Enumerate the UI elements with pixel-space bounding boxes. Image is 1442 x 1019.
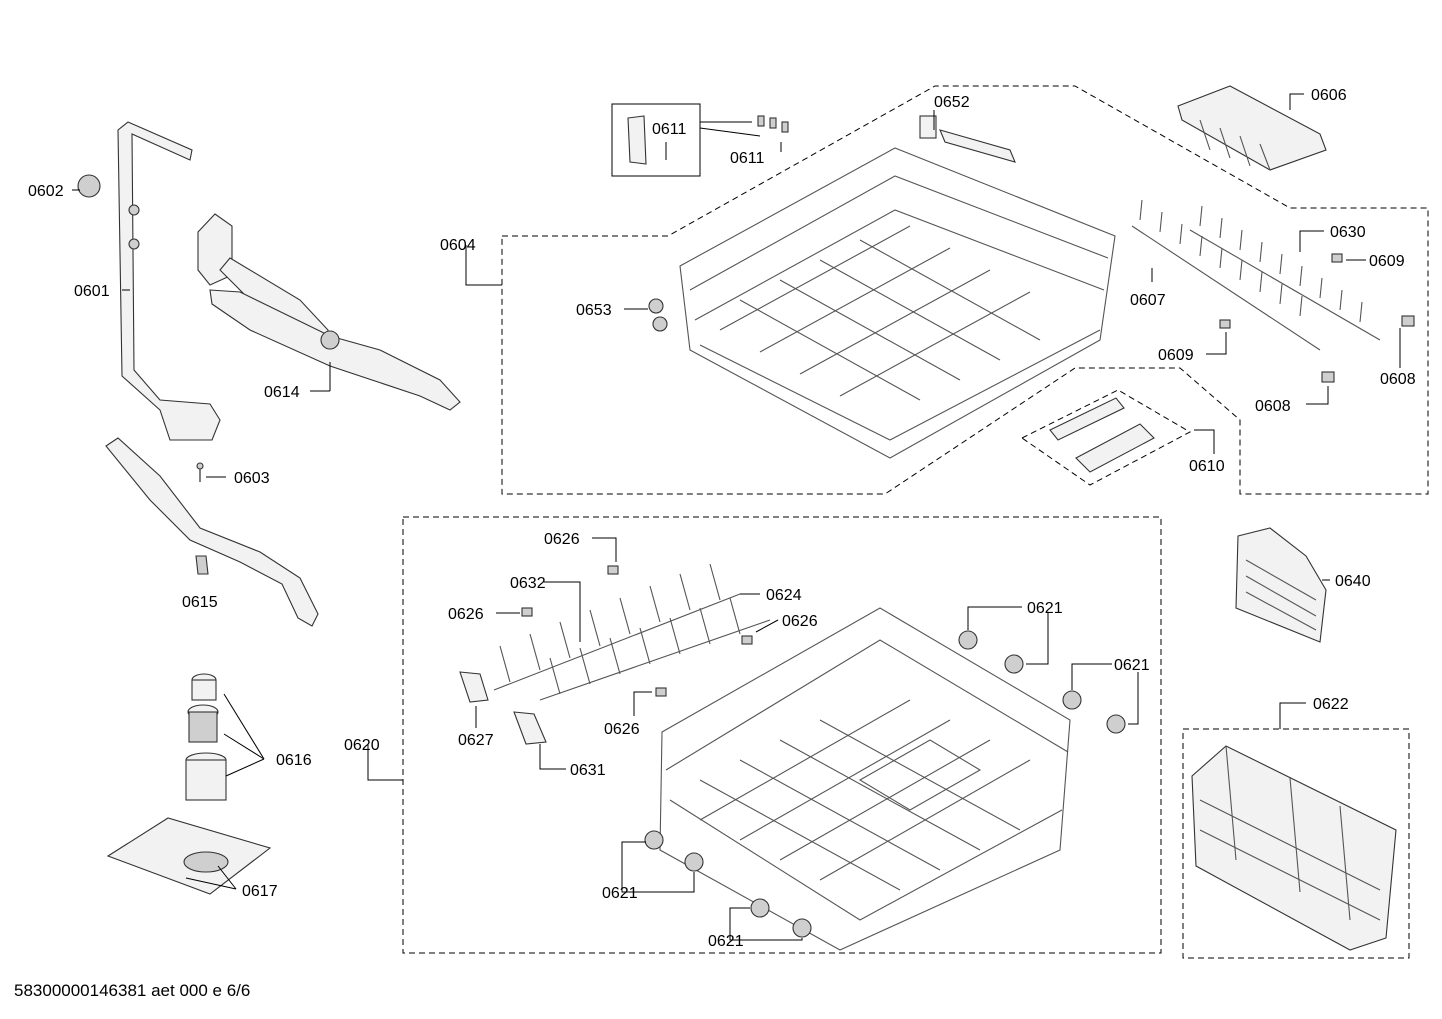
callout-0621-top: 0621 [1027,600,1063,617]
callout-0610: 0610 [1189,458,1225,475]
clips-0611 [627,115,789,165]
screw-0603 [196,462,204,482]
document-id: 58300000146381 aet 000 e 6/6 [14,981,251,1000]
upper-rack-basket [648,115,1116,459]
callout-0631: 0631 [570,762,606,779]
rail-parts-0610 [1049,397,1155,473]
filter-cap-0602 [77,174,101,198]
callout-0626-left: 0626 [448,606,484,623]
callout-0614: 0614 [264,384,300,401]
callout-0609-lower: 0609 [1158,347,1194,364]
spray-supply-pipe-0601 [117,121,221,441]
lower-rack-frame [402,516,1162,954]
cutlery-basket-frame [1182,728,1410,959]
rack-wheels-0621 [644,630,1126,938]
callout-0611-inset: 0611 [652,121,687,138]
callout-0608-right: 0608 [1380,371,1416,388]
upper-spray-arm-0614 [197,213,461,411]
clip-inset-box [611,103,701,177]
lower-spray-arm-0615 [105,437,319,627]
cutlery-tray-0640 [1235,527,1327,643]
cup-shelf-0606 [1177,85,1327,171]
upper-rack-frame [501,85,1429,495]
rail-group-frame [1021,389,1192,486]
callout-0653: 0653 [576,302,612,319]
callout-0601: 0601 [74,283,110,300]
callout-0630: 0630 [1330,224,1366,241]
tine-row-0607-0630 [1131,199,1415,383]
callout-0616: 0616 [276,752,312,769]
callout-0621-bottom: 0621 [708,933,744,950]
callout-0608-lower: 0608 [1255,398,1291,415]
callout-0622: 0622 [1313,696,1349,713]
callout-0652: 0652 [934,94,970,111]
callout-0620: 0620 [344,737,380,754]
callout-0627: 0627 [458,732,494,749]
callout-0615: 0615 [182,594,218,611]
callout-0607: 0607 [1130,292,1166,309]
filter-set-0616 [185,673,227,801]
callout-0621-right: 0621 [1114,657,1150,674]
callout-0611: 0611 [730,150,765,167]
callout-0626-top: 0626 [544,531,580,548]
callout-0624: 0624 [766,587,802,604]
group-frames [402,85,1429,959]
callout-0632: 0632 [510,575,546,592]
lower-rack-basket [659,607,1071,951]
small-clips-0626-0627-0631 [459,565,753,745]
callout-0626-right: 0626 [782,613,818,630]
callout-0604: 0604 [440,237,476,254]
tine-rows-0624-0632 [493,563,771,701]
callout-labels: 0601 0602 0614 0603 0615 0616 0617 0604 … [28,87,1416,950]
cutlery-basket-0622 [1191,745,1397,951]
callout-0602: 0602 [28,183,64,200]
callout-0621-left: 0621 [602,885,638,902]
callout-0609-upper: 0609 [1369,253,1405,270]
callout-0603: 0603 [234,470,270,487]
callout-0606: 0606 [1311,87,1347,104]
fine-filter-plate-0617 [106,817,272,895]
callout-0640: 0640 [1335,573,1371,590]
callout-0617: 0617 [242,883,278,900]
leader-lines [72,93,1401,941]
callout-0626-lower: 0626 [604,721,640,738]
